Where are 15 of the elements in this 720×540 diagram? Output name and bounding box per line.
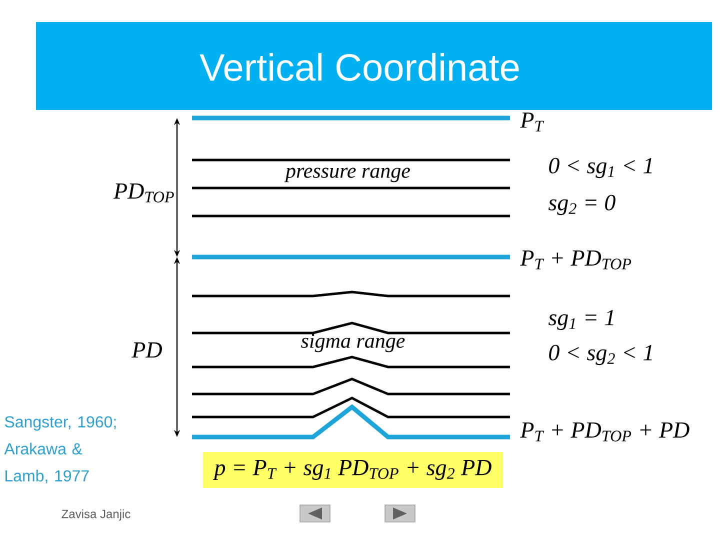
dimension-label: PD$_{TOP}$	[113, 184, 174, 202]
condition-label: sg$_{1}$ = 1	[548, 310, 614, 330]
level-label: P$_{T}$ + PD$_{TOP}$	[520, 250, 632, 270]
level-label: P$_{T}$ + PD$_{TOP}$ + PD	[520, 422, 690, 442]
citation-text: Sangster, 1960; Arakawa & Lamb, 1977	[4, 416, 116, 484]
author-name: Zavisa Janjic	[62, 509, 130, 521]
range-label: pressure range	[284, 168, 410, 182]
formula-box: p = P$_{T}$ + sg$_{1}$ PD$_{TOP}$ + sg$_{2}$ PD	[203, 452, 503, 488]
condition-label: 0 < sg$_{1}$ < 1	[549, 158, 652, 178]
range-label: sigma range	[301, 334, 405, 352]
condition-label: 0 < sg$_{2}$ < 1	[549, 344, 652, 366]
dimension-label: PD	[132, 342, 162, 358]
level-label: P$_{T}$	[520, 112, 544, 132]
title-banner: Vertical Coordinate	[36, 22, 712, 110]
condition-label: sg$_{2}$ = 0	[548, 194, 616, 216]
